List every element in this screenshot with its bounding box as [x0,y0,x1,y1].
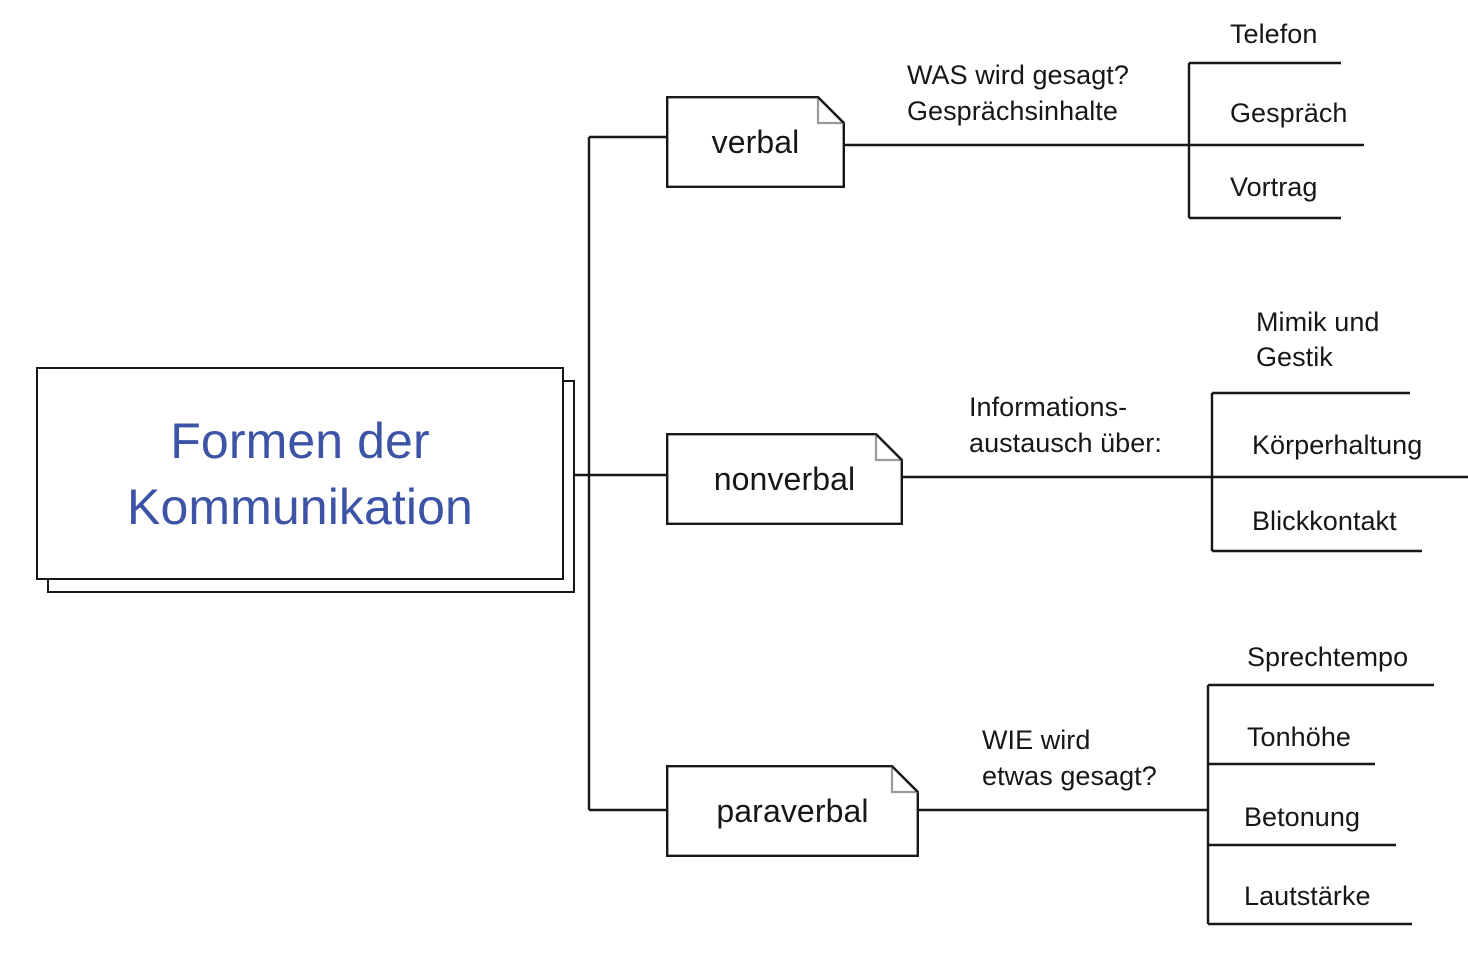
leaf-mimik-und-gestik[interactable]: Mimik und Gestik [1256,307,1380,373]
branch-label-verbal: WAS wird gesagt? Gesprächsinhalte [907,60,1129,126]
branch-label-paraverbal: WIE wird etwas gesagt? [982,725,1157,791]
leaf-lautstaerke[interactable]: Lautstärke [1244,881,1371,911]
document-icon [666,433,903,525]
node-nonverbal[interactable]: nonverbal [666,433,903,525]
leaf-koerperhaltung[interactable]: Körperhaltung [1252,430,1423,460]
root-node-front-sheet: Formen der Kommunikation [36,367,564,580]
leaf-vortrag[interactable]: Vortrag [1230,172,1318,202]
root-node-label: Formen der Kommunikation [127,412,473,535]
node-verbal-label: verbal [711,123,800,160]
leaf-betonung[interactable]: Betonung [1244,802,1361,832]
leaf-sprechtempo[interactable]: Sprechtempo [1247,642,1409,672]
leaf-gespraech[interactable]: Gespräch [1230,98,1348,128]
leaf-telefon[interactable]: Telefon [1230,19,1318,49]
node-paraverbal[interactable]: paraverbal [666,765,919,857]
leaf-blickkontakt[interactable]: Blickkontakt [1252,506,1397,536]
node-verbal[interactable]: verbal [666,96,845,188]
leaf-tonhoehe[interactable]: Tonhöhe [1247,722,1351,752]
document-icon [666,96,845,188]
node-paraverbal-label: paraverbal [716,792,869,829]
node-nonverbal-label: nonverbal [713,460,856,497]
root-node[interactable]: Formen der Kommunikation [36,367,575,593]
document-icon [666,765,919,857]
branch-label-nonverbal: Informations- austausch über: [969,392,1162,458]
